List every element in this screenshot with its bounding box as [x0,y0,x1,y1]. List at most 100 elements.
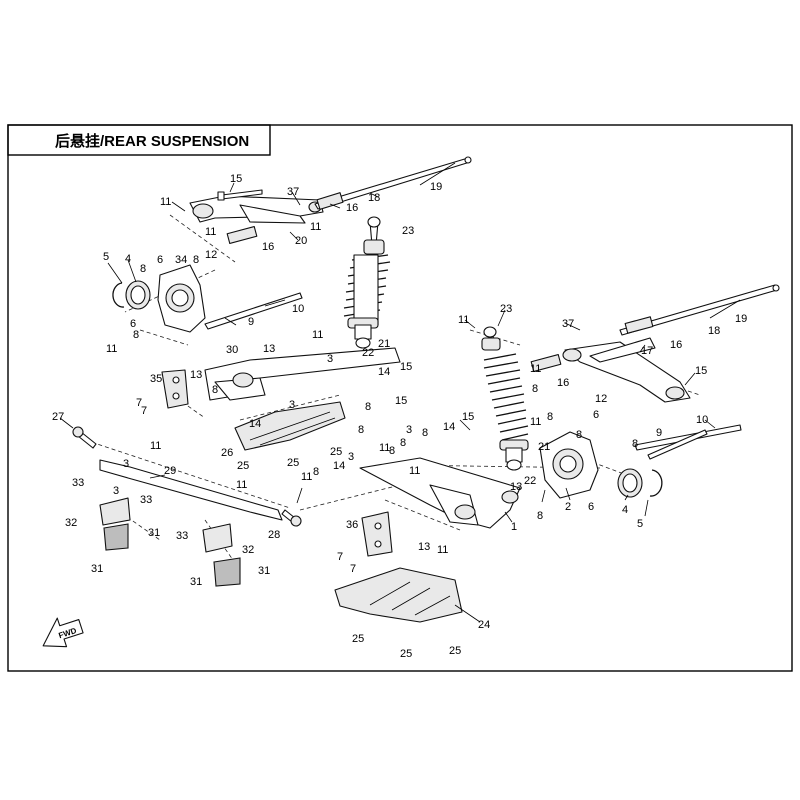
callout-label: 13 [418,541,430,553]
callout-label: 31 [91,563,103,575]
callout-label: 22 [524,475,536,487]
long-bolt-upper-right [619,284,780,336]
callout-label: 8 [133,329,139,341]
callout-label: 23 [402,225,414,237]
callout-label: 6 [588,501,594,513]
callout-label: 5 [637,518,643,530]
callout-label: 31 [258,565,270,577]
callout-label: 37 [562,318,574,330]
bushing-clamp-left [99,497,131,551]
title-block [7,124,271,156]
callout-label: 26 [221,447,233,459]
callout-label: 16 [557,377,569,389]
callout-label: 8 [313,466,319,478]
stabilizer-bar [99,459,283,521]
callout-label: 33 [140,494,152,506]
stabilizer-link-28 [281,509,302,527]
callout-label: 18 [708,325,720,337]
callout-label: 6 [593,409,599,421]
callout-label: 15 [400,361,412,373]
callout-label: 21 [378,338,390,350]
callout-label: 19 [735,313,747,325]
callout-label: 4 [622,504,628,516]
callout-label: 11 [205,226,216,238]
callout-label: 8 [422,427,428,439]
callout-label: 24 [478,619,490,631]
callout-label: 19 [430,181,442,193]
callout-label: 11 [379,442,390,454]
callout-label: 11 [160,196,171,208]
callout-label: 8 [193,254,199,266]
callout-label: 8 [358,424,364,436]
callout-label: 8 [389,445,395,457]
callout-label: 23 [500,303,512,315]
callout-label: 8 [365,401,371,413]
callout-label: 3 [289,399,295,411]
callout-label: 9 [656,427,662,439]
lower-a-arm-right [359,457,521,529]
callout-label: 16 [262,241,274,253]
callout-label: 31 [190,576,202,588]
callout-label: 36 [346,519,358,531]
hub-knuckle-left [157,264,206,333]
callout-label: 15 [395,395,407,407]
callout-label: 15 [462,411,474,423]
shock-absorber-left [343,216,391,349]
callout-label: 8 [140,263,146,275]
callout-label: 25 [237,460,249,472]
callout-label: 32 [65,517,77,529]
callout-label: 11 [437,544,448,556]
circlip-left [112,282,125,308]
skid-plate-26 [234,401,346,451]
callout-label: 32 [242,544,254,556]
callout-label: 10 [292,303,304,315]
circlip-right [649,469,663,497]
callout-label: 8 [532,383,538,395]
callout-label: 34 [175,254,187,266]
skid-plate-24 [334,567,463,623]
callout-label: 12 [595,393,607,405]
callout-label: 21 [538,441,550,453]
callout-label: 2 [565,501,571,513]
stabilizer-link-27 [72,426,97,449]
callout-label: 18 [368,192,380,204]
callout-label: 3 [327,353,333,365]
long-bolt-lower-right [634,424,742,460]
callout-label: 11 [236,479,247,491]
callout-label: 15 [230,173,242,185]
callout-label: 11 [409,465,420,477]
callout-label: 22 [362,347,374,359]
callout-label: 10 [696,414,708,426]
callout-label: 11 [458,314,469,326]
callout-label: 25 [287,457,299,469]
callout-label: 7 [136,397,142,409]
long-bolt-upper-left [314,156,472,210]
upper-a-arm-left [189,195,324,224]
fwd-arrow-icon: FWD [42,617,84,648]
callout-label: 16 [346,202,358,214]
callout-label: 25 [352,633,364,645]
callout-label: 6 [157,254,163,266]
callout-label: 31 [148,527,160,539]
callout-label: 11 [530,363,541,375]
callout-label: 11 [301,471,312,483]
callout-label: 29 [164,465,176,477]
bearing-left [125,280,151,310]
callout-label: 35 [150,373,162,385]
callout-label: 11 [530,416,541,428]
callout-label: 11 [310,221,321,233]
shock-absorber-right [481,326,529,471]
lower-a-arm-left [204,347,401,401]
bushing-upper-right [530,316,654,373]
callout-label: 13 [263,343,275,355]
callout-label: 7 [350,563,356,575]
callout-label: 16 [670,339,682,351]
callout-labels: 15 37 11 18 19 16 11 20 16 11 23 5 4 8 6… [52,173,747,660]
mount-bracket-35 [161,369,189,409]
callout-label: 15 [695,365,707,377]
callout-label: 7 [337,551,343,563]
callout-label: 11 [150,440,161,452]
bushing-clamp-right [202,523,241,587]
callout-label: 25 [330,446,342,458]
callout-label: 13 [190,369,202,381]
